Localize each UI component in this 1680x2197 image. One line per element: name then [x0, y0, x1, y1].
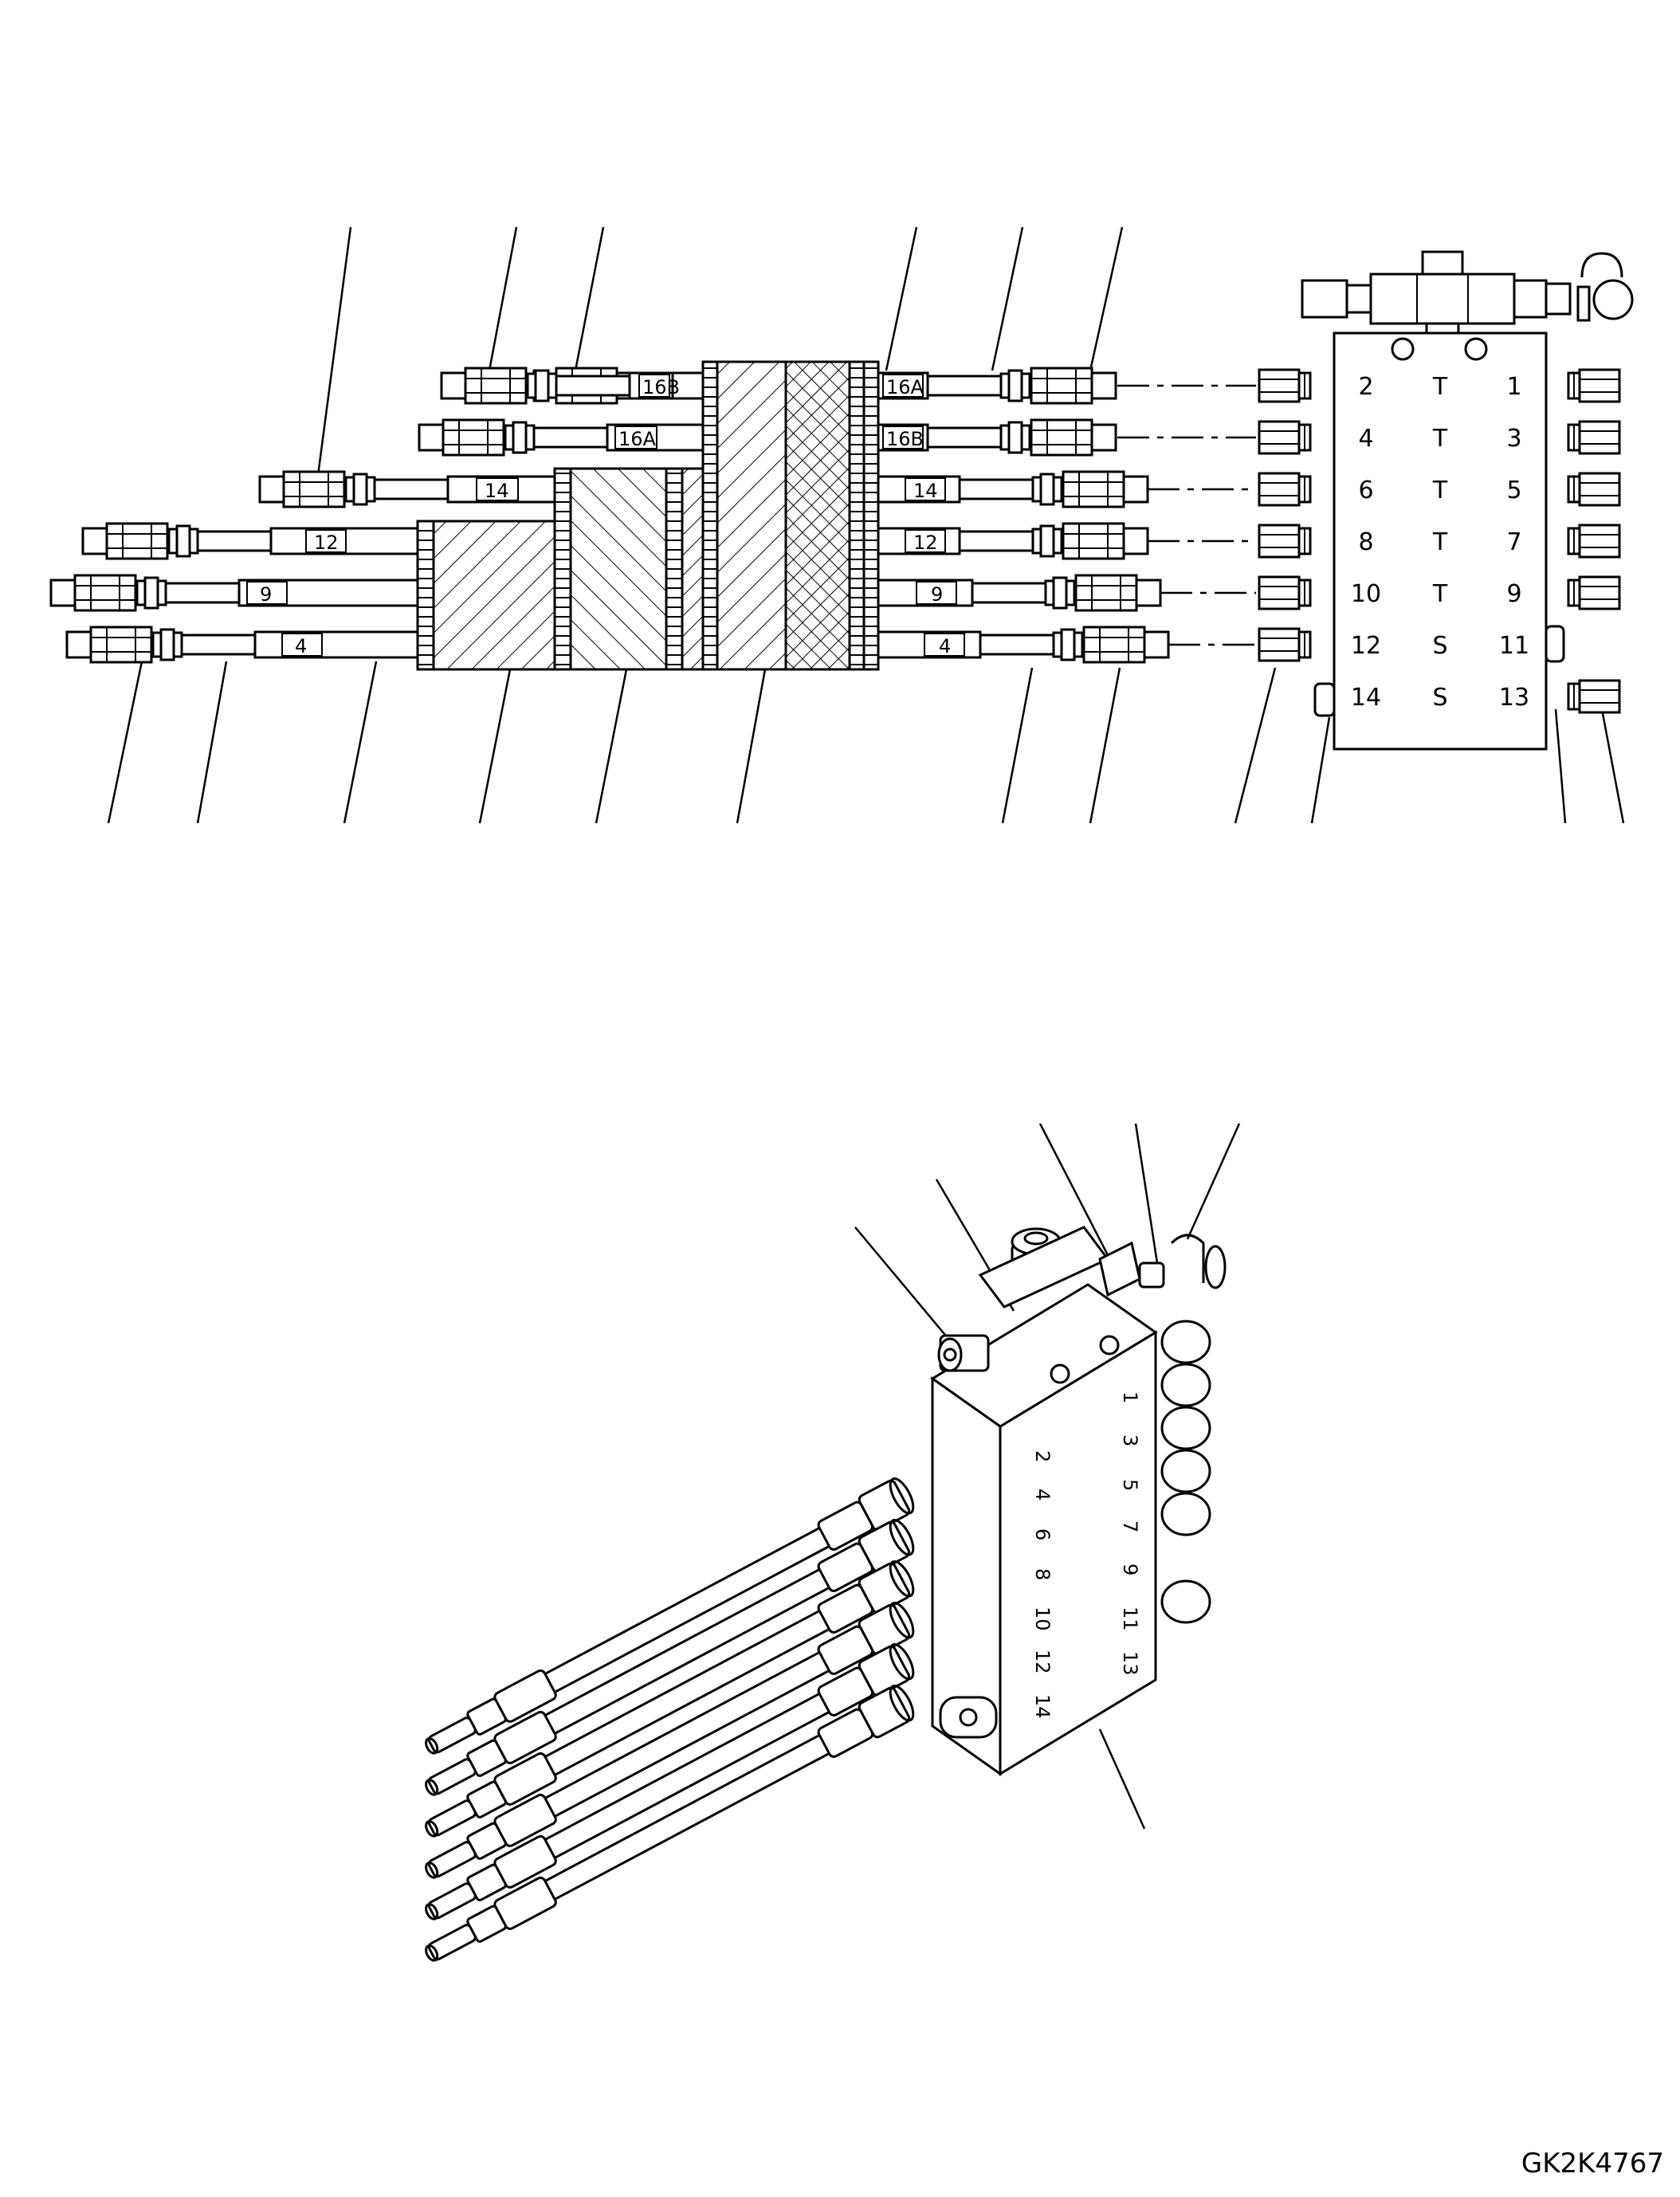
port-right-6: 11	[1499, 632, 1529, 660]
clamp-block-center	[701, 360, 880, 671]
port-right-3: 5	[1506, 477, 1521, 504]
iso-block: 2 4 6 8 10 12 14 1 3 5 7 9 11 13	[930, 1226, 1227, 1776]
iso-hoses	[417, 1473, 920, 1974]
hose-tag-left-1: 16B	[642, 376, 680, 398]
port-mid-2: T	[1432, 425, 1448, 453]
port-left-6: 12	[1351, 632, 1381, 660]
hose-tag-left-4: 12	[314, 532, 339, 554]
clamp-block-mid	[553, 467, 684, 671]
port-mid-7: S	[1432, 684, 1447, 712]
hose-tag-right-2: 16B	[886, 428, 924, 450]
port-labels: 2 T 1 4 T 3 6 T 5 8 T 7 10 T 9 12 S 11 1…	[1351, 373, 1529, 712]
iso-face-left-8: 8	[1031, 1568, 1054, 1580]
hose-tag-left-6: 4	[295, 635, 307, 657]
leader-lines-top	[316, 226, 1124, 482]
port-right-7: 13	[1499, 684, 1529, 712]
hose-tag-right-3: 14	[913, 480, 938, 502]
port-left-2: 4	[1358, 425, 1373, 453]
port-mid-4: T	[1432, 528, 1448, 556]
hose-tag-left-2: 16A	[618, 428, 657, 450]
iso-left-face-numbers: 2 4 6 8 10 12 14	[1031, 1450, 1054, 1719]
hose-tag-left-3: 14	[485, 480, 509, 502]
port-right-1: 1	[1506, 373, 1521, 401]
port-right-4: 7	[1506, 528, 1521, 556]
clamp-block-left	[416, 520, 556, 671]
iso-face-left-14: 14	[1031, 1694, 1054, 1719]
left-hoses: 16B 16A 14 12 9 4	[49, 367, 705, 664]
iso-face-right-11: 11	[1119, 1607, 1141, 1631]
hose-tag-right-4: 12	[913, 532, 938, 554]
hose-tag-left-5: 9	[260, 583, 272, 606]
iso-right-ports	[1160, 1320, 1211, 1624]
port-mid-3: T	[1432, 477, 1448, 504]
hose-tag-right-1: 16A	[886, 376, 924, 398]
iso-face-right-3: 3	[1119, 1434, 1141, 1446]
connection-lines	[1117, 384, 1256, 646]
iso-face-left-2: 2	[1031, 1450, 1054, 1462]
clamp-block-inner	[681, 467, 705, 671]
iso-face-right-1: 1	[1119, 1391, 1141, 1403]
hose-tag-right-6: 4	[939, 635, 951, 657]
iso-right-face-numbers: 1 3 5 7 9 11 13	[1119, 1391, 1141, 1676]
drawing-id: GK2K4767	[1521, 2148, 1664, 2179]
upper-view: 16B 16A 14 12 9 4 16A	[49, 226, 1634, 824]
distributor-block: 2 T 1 4 T 3 6 T 5 8 T 7 10 T 9 12 S 11 1…	[1258, 250, 1634, 751]
port-left-7: 14	[1351, 684, 1381, 712]
port-left-1: 2	[1358, 373, 1373, 401]
iso-face-right-7: 7	[1119, 1520, 1141, 1532]
port-left-5: 10	[1351, 580, 1381, 608]
port-right-5: 9	[1506, 580, 1521, 608]
port-mid-5: T	[1432, 580, 1448, 608]
port-mid-6: S	[1432, 632, 1447, 660]
port-left-4: 8	[1358, 528, 1373, 556]
port-right-2: 3	[1506, 425, 1521, 453]
right-hoses: 16A 16B 14 12 9 4	[877, 367, 1170, 664]
port-left-3: 6	[1358, 477, 1373, 504]
leader-lines-bottom	[107, 661, 1625, 824]
port-mid-1: T	[1432, 373, 1448, 401]
iso-face-right-9: 9	[1119, 1563, 1141, 1575]
iso-face-left-12: 12	[1031, 1650, 1054, 1674]
iso-face-right-5: 5	[1119, 1479, 1141, 1491]
iso-face-left-6: 6	[1031, 1528, 1054, 1540]
isometric-view: 2 4 6 8 10 12 14 1 3 5 7 9 11 13	[417, 1123, 1241, 1974]
iso-face-left-4: 4	[1031, 1489, 1054, 1501]
iso-face-left-10: 10	[1031, 1607, 1054, 1631]
hose-tag-right-5: 9	[931, 583, 943, 606]
iso-face-right-13: 13	[1119, 1651, 1141, 1676]
